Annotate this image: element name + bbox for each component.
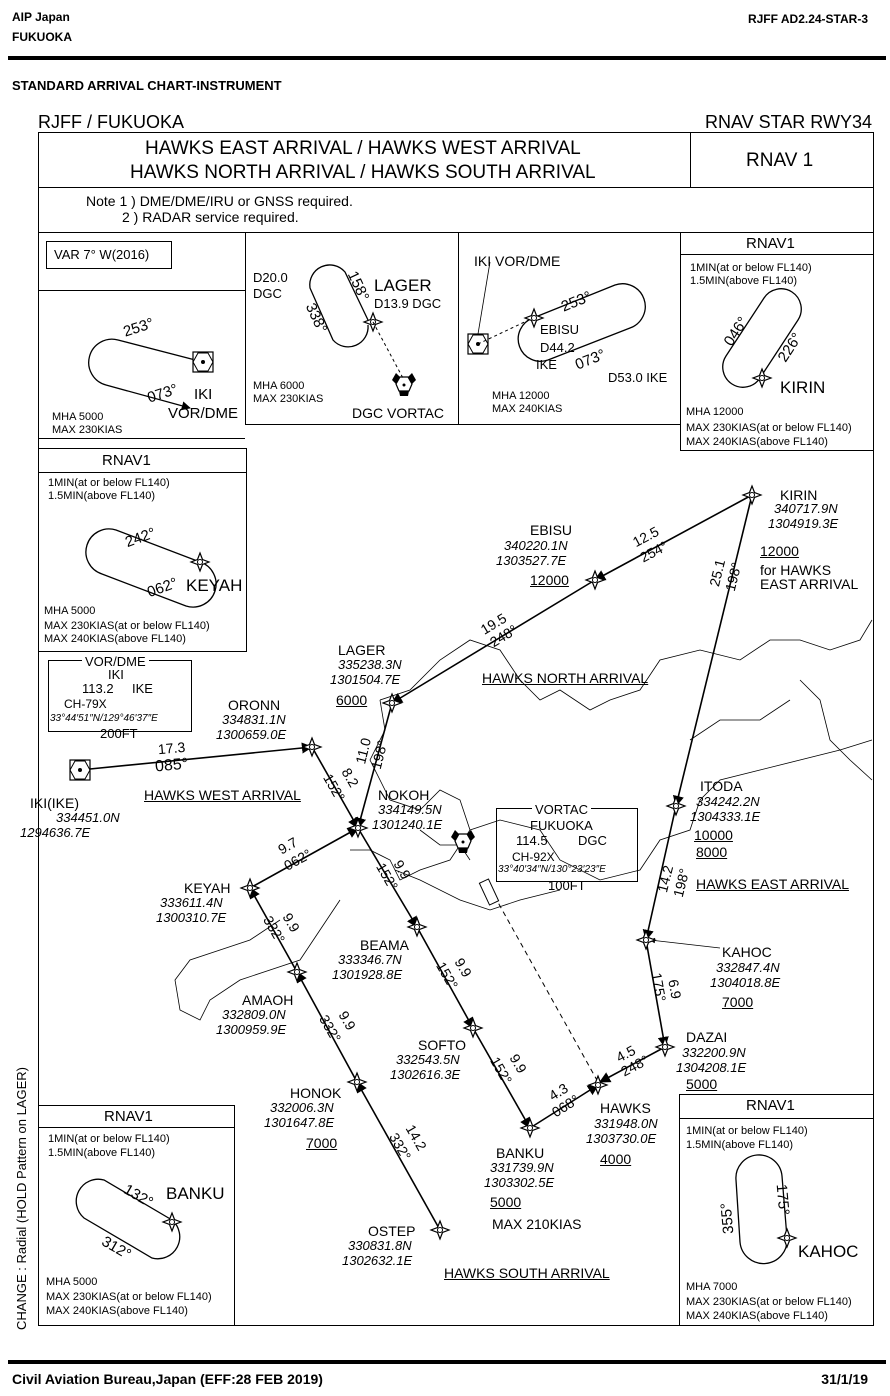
fix-itoda xyxy=(666,796,686,816)
fix-ebisu xyxy=(585,570,605,590)
svg-text:226°: 226° xyxy=(775,330,806,365)
svg-text:11.0: 11.0 xyxy=(352,736,374,766)
fix-nokoh xyxy=(348,818,368,838)
dgc-vortac-symbol xyxy=(450,829,476,854)
aip-city: FUKUOKA xyxy=(12,30,72,44)
banku-hold-fix: BANKU xyxy=(166,1184,225,1203)
kahoc-hold-fix: KAHOC xyxy=(798,1242,859,1261)
fix-kirin xyxy=(742,485,762,505)
softo-label: SOFTO xyxy=(418,1037,466,1053)
beama-label: BEAMA xyxy=(360,937,410,953)
fix-oronn xyxy=(302,737,322,757)
iki-hold-fix: IKI xyxy=(194,386,213,403)
kirin-hold-fix: KIRIN xyxy=(780,378,826,397)
aip-label: AIP Japan xyxy=(12,10,70,24)
hold-patterns xyxy=(75,264,802,1265)
iki-vordme-symbol xyxy=(69,759,91,781)
fix-lager xyxy=(382,693,402,713)
svg-text:073°: 073° xyxy=(573,346,608,373)
ebisu-label: EBISU xyxy=(530,522,573,538)
svg-text:25.1: 25.1 xyxy=(706,557,728,588)
dazai-label: DAZAI xyxy=(686,1029,728,1045)
svg-text:198°: 198° xyxy=(670,867,693,899)
coastline xyxy=(174,619,873,1021)
svg-text:253°: 253° xyxy=(559,288,594,315)
kahoc-label: KAHOC xyxy=(722,944,772,960)
svg-text:198°: 198° xyxy=(722,561,745,593)
fix-ostep xyxy=(430,1220,450,1240)
svg-text:17.3: 17.3 xyxy=(157,739,186,757)
nokoh-label: NOKOH xyxy=(378,787,430,803)
west-arrival-label: HAWKS WEST ARRIVAL xyxy=(144,787,301,803)
banku-label: BANKU xyxy=(496,1145,545,1161)
north-arrival-label: HAWKS NORTH ARRIVAL xyxy=(482,670,649,686)
banku-hold-inset xyxy=(38,1105,235,1326)
fix-hawks xyxy=(588,1075,608,1095)
south-arrival-label: HAWKS SOUTH ARRIVAL xyxy=(444,1265,610,1281)
svg-text:355°: 355° xyxy=(718,1202,738,1234)
document-id: RJFF AD2.24-STAR-3 xyxy=(747,12,868,26)
fix-keyah xyxy=(240,878,260,898)
ebisu-hold-fix: EBISU xyxy=(540,322,580,337)
lager-hold-fix: LAGER xyxy=(374,276,432,295)
magnetic-variation: VAR 7° W(2016) xyxy=(54,247,150,262)
fix-amaoh xyxy=(287,962,307,982)
keyah-hold-fix: KEYAH xyxy=(186,576,243,595)
svg-text:6.9: 6.9 xyxy=(665,978,684,1000)
svg-text:253°: 253° xyxy=(121,315,156,341)
kirin-label: KIRIN xyxy=(780,487,818,503)
svg-text:312°: 312° xyxy=(99,1233,134,1263)
footer-publisher: Civil Aviation Bureau,Japan (EFF:28 FEB … xyxy=(12,1371,323,1387)
svg-text:046°: 046° xyxy=(721,314,752,349)
fix-banku xyxy=(520,1118,540,1138)
svg-text:242°: 242° xyxy=(123,524,158,551)
hawks-label: HAWKS xyxy=(600,1100,651,1116)
east-arrival-label: HAWKS EAST ARRIVAL xyxy=(696,876,850,892)
iki-label: IKI(IKE) xyxy=(30,795,80,811)
fix-beama xyxy=(407,917,427,937)
keyah-label: KEYAH xyxy=(184,880,231,896)
title-line-1: HAWKS EAST ARRIVAL / HAWKS WEST ARRIVAL xyxy=(145,138,581,159)
aerodrome-label: RJFF / FUKUOKA xyxy=(38,112,185,132)
procedure-label: RNAV STAR RWY34 xyxy=(704,112,872,132)
header-rule xyxy=(8,56,886,60)
svg-text:14.2: 14.2 xyxy=(654,863,676,894)
footer-date: 31/1/19 xyxy=(821,1371,868,1387)
fix-dazai xyxy=(655,1037,675,1057)
note-2: 2 ) RADAR service required. xyxy=(122,209,299,225)
svg-text:073°: 073° xyxy=(145,381,180,407)
kahoc-hold-inset xyxy=(679,1094,874,1326)
lager-label: LAGER xyxy=(338,642,386,658)
amaoh-label: AMAOH xyxy=(242,992,294,1008)
keyah-hold-inset xyxy=(38,448,247,652)
svg-text:198°: 198° xyxy=(368,739,391,771)
svg-text:175°: 175° xyxy=(773,1183,793,1215)
svg-text:158°: 158° xyxy=(344,268,373,303)
svg-text:085°: 085° xyxy=(154,756,188,776)
title-line-2: HAWKS NORTH ARRIVAL / HAWKS SOUTH ARRIVA… xyxy=(130,162,596,183)
routes xyxy=(79,494,753,1231)
oronn-label: ORONN xyxy=(228,697,281,713)
chart-frame xyxy=(38,132,874,1326)
chart-type: STANDARD ARRIVAL CHART-INSTRUMENT xyxy=(12,78,282,93)
svg-text:338°: 338° xyxy=(302,300,331,335)
svg-text:175°: 175° xyxy=(649,971,670,1002)
footer-rule xyxy=(8,1360,886,1364)
itoda-label: ITODA xyxy=(700,778,743,794)
fix-kahoc xyxy=(636,930,656,950)
note-1: Note 1 ) DME/DME/IRU or GNSS required. xyxy=(86,193,353,209)
fix-softo xyxy=(463,1018,483,1038)
ostep-label: OSTEP xyxy=(368,1223,416,1239)
fix-honok xyxy=(347,1072,367,1092)
nav-spec: RNAV 1 xyxy=(746,150,814,171)
honok-label: HONOK xyxy=(290,1085,342,1101)
